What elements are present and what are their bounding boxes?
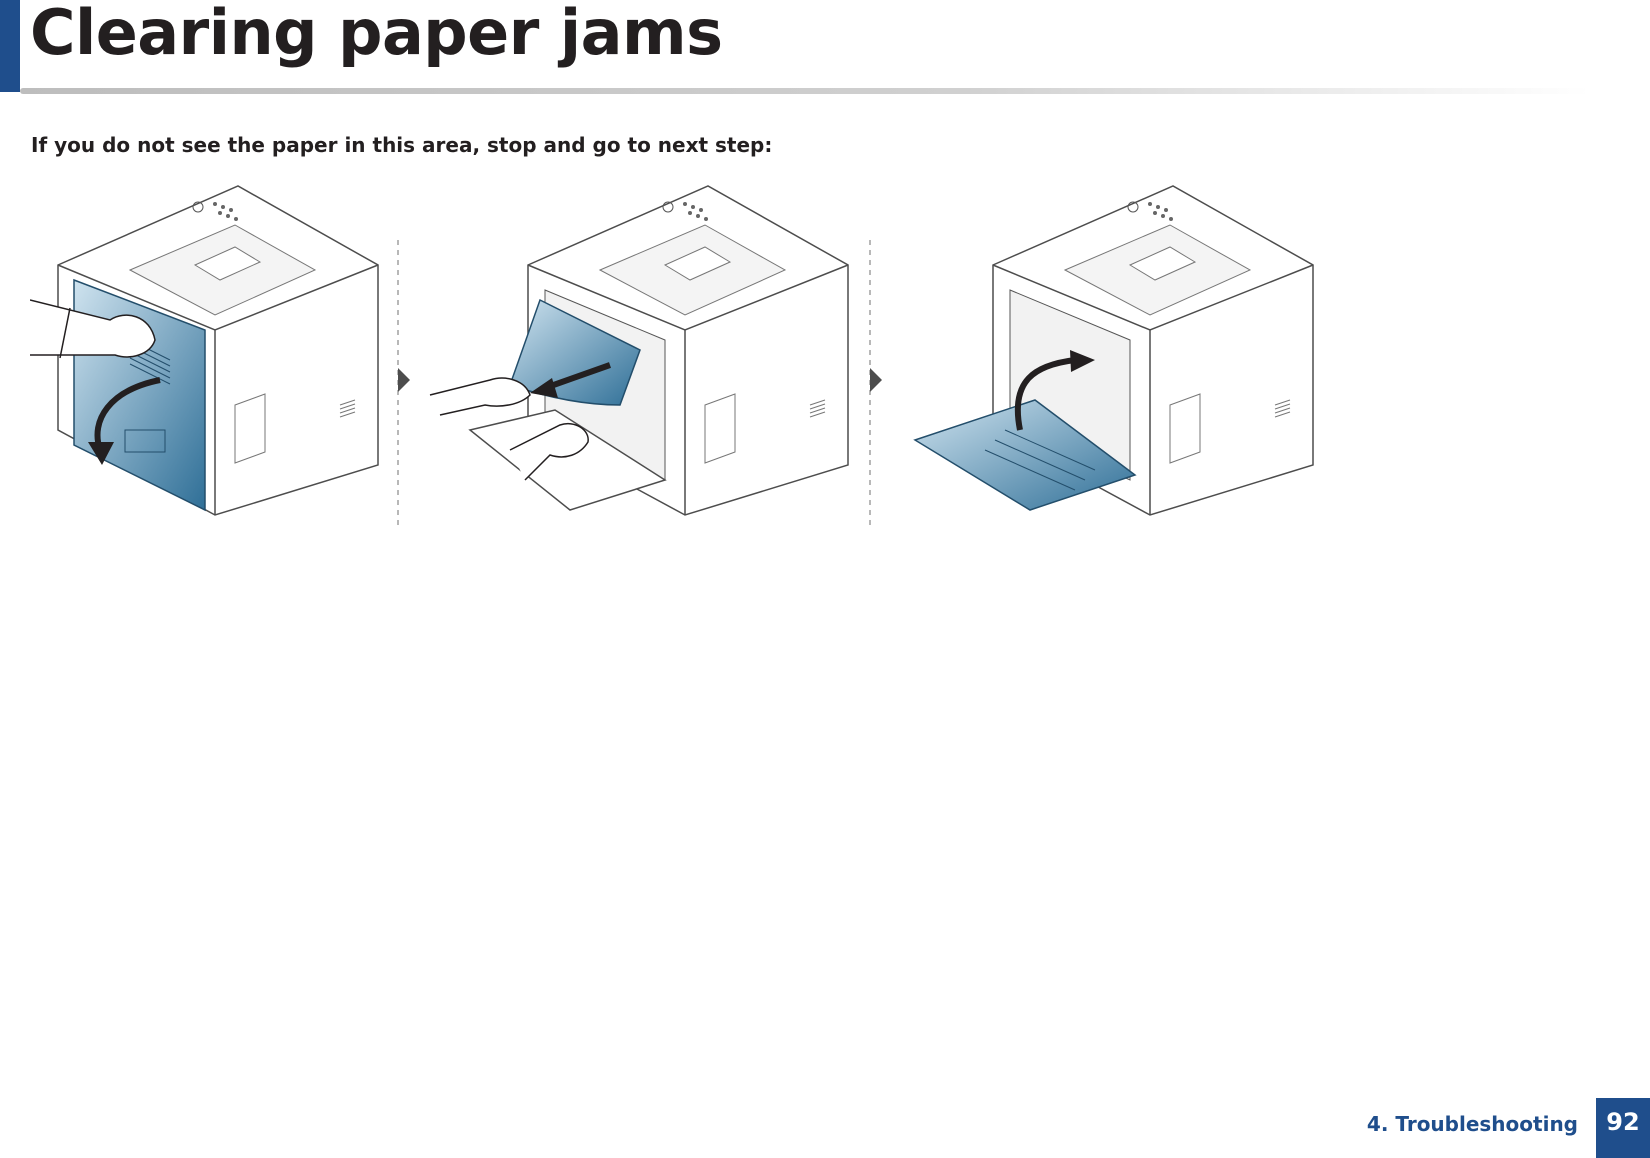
- paper-jam-illustration: [30, 185, 1314, 525]
- printer-close-rear-door-icon: [913, 185, 1314, 516]
- next-step-arrow-icon: [870, 368, 882, 392]
- footer-section-label: 4. Troubleshooting: [1366, 1112, 1578, 1136]
- title-accent-bar: [0, 0, 20, 92]
- instruction-text: If you do not see the paper in this area…: [31, 133, 773, 157]
- printer-remove-jammed-paper-icon: [429, 185, 849, 516]
- title-divider: [20, 88, 1590, 94]
- page-number: 92: [1596, 1098, 1650, 1158]
- printer-open-side-door-icon: [30, 185, 379, 516]
- page-title: Clearing paper jams: [30, 0, 723, 69]
- next-step-arrow-icon: [398, 368, 410, 392]
